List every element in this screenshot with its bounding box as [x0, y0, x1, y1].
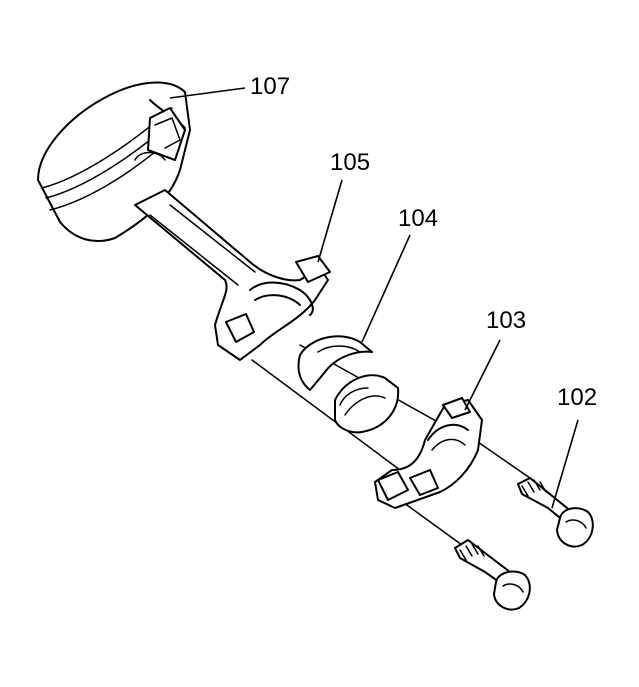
rod-bolt-right — [517, 477, 594, 548]
callout-104: 104 — [398, 205, 438, 232]
connecting-rod-beam — [134, 189, 331, 361]
callout-107: 107 — [250, 73, 290, 100]
leader-103 — [464, 339, 501, 411]
leader-107 — [169, 87, 246, 99]
callout-105: 105 — [330, 149, 370, 176]
callout-102: 102 — [557, 384, 597, 411]
rod-cap — [374, 397, 483, 509]
leader-lines — [169, 87, 579, 509]
bearing-insert — [297, 335, 400, 434]
assembly-guide-lines — [251, 344, 531, 546]
leader-104 — [361, 234, 411, 343]
leader-102 — [551, 419, 579, 509]
rod-bolt-left — [454, 539, 531, 611]
callout-labels: 107 105 104 103 102 — [250, 73, 597, 411]
leader-105 — [317, 179, 343, 263]
callout-103: 103 — [486, 307, 526, 334]
